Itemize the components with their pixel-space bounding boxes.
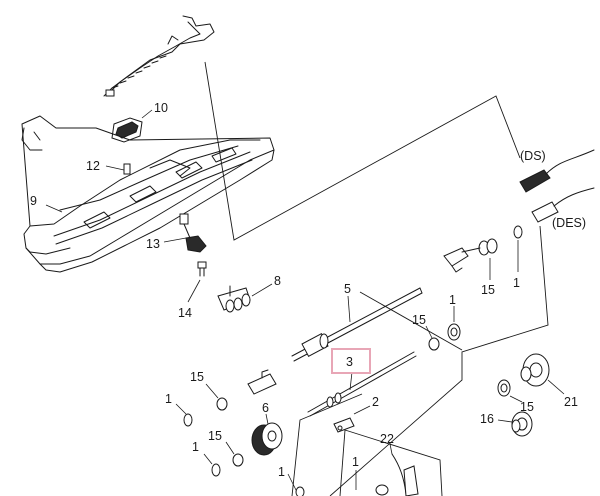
leader-1-left xyxy=(175,403,187,415)
highlight-box-3 xyxy=(331,348,371,374)
connector-lines xyxy=(204,61,549,496)
leader-15-mid xyxy=(425,325,433,339)
label-part-13: 13 xyxy=(146,237,160,251)
label-des: (DES) xyxy=(552,216,586,230)
leader-16 xyxy=(497,419,513,423)
top-rail-assembly xyxy=(103,15,215,97)
frame-assembly-9 xyxy=(21,115,275,273)
left-bearings-upper xyxy=(183,397,228,427)
leader-6 xyxy=(265,413,269,425)
leader-2 xyxy=(353,405,371,415)
label-part-12: 12 xyxy=(86,159,100,173)
upper-right-shaft-end xyxy=(443,225,523,273)
part-10-latch xyxy=(111,109,153,143)
label-part-15-lower: 15 xyxy=(208,429,222,443)
label-part-21: 21 xyxy=(564,395,578,409)
bearing-bottom xyxy=(295,486,305,496)
label-part-1-upper: 1 xyxy=(513,276,520,290)
label-part-8: 8 xyxy=(274,274,281,288)
leader-1-lower xyxy=(203,453,213,465)
part-8-bracket xyxy=(217,285,251,313)
left-bracket xyxy=(247,369,277,395)
mid-right-bearings xyxy=(428,323,461,351)
label-part-22: 22 xyxy=(380,432,394,446)
label-part-16: 16 xyxy=(480,412,494,426)
part-12-pin xyxy=(123,163,131,175)
shaft-5 xyxy=(291,287,423,362)
leader-1-bottom xyxy=(287,473,297,491)
label-part-1-lower: 1 xyxy=(192,440,199,454)
connector-des xyxy=(531,187,595,223)
leader-15-right xyxy=(509,395,523,403)
label-part-15-upper: 15 xyxy=(481,283,495,297)
leader-13 xyxy=(163,237,187,243)
leader-5 xyxy=(347,295,351,323)
leader-15-left xyxy=(205,383,219,399)
label-part-15-mid: 15 xyxy=(412,313,426,327)
left-bearings-lower xyxy=(211,453,244,477)
label-part-5: 5 xyxy=(344,282,351,296)
label-part-1-bottom: 1 xyxy=(278,465,285,479)
part-16-gear xyxy=(511,411,533,437)
leader-22 xyxy=(389,443,393,455)
leader-9 xyxy=(45,204,63,213)
leader-14 xyxy=(187,279,201,303)
part-2-clip xyxy=(333,417,355,433)
part-6-roller xyxy=(251,422,283,456)
label-part-1-mid: 1 xyxy=(449,293,456,307)
label-part-14: 14 xyxy=(178,306,192,320)
leader-3 xyxy=(349,371,353,391)
label-part-15-right: 15 xyxy=(520,400,534,414)
connector-ds xyxy=(519,149,595,193)
label-part-9: 9 xyxy=(30,194,37,208)
shaft-3 xyxy=(307,351,417,417)
label-part-2: 2 xyxy=(372,395,379,409)
label-part-6: 6 xyxy=(262,401,269,415)
part-22-lever xyxy=(375,453,419,496)
leader-12 xyxy=(105,165,125,171)
leader-15-lower xyxy=(225,441,235,455)
leader-21 xyxy=(547,379,565,395)
right-bearing-15 xyxy=(497,379,511,397)
label-part-1-left: 1 xyxy=(165,392,172,406)
part-14-screw xyxy=(197,261,207,277)
label-ds: (DS) xyxy=(520,149,546,163)
label-part-15-left: 15 xyxy=(190,370,204,384)
part-13-bushing xyxy=(179,213,207,253)
label-part-1-bottom-mid: 1 xyxy=(352,455,359,469)
label-part-3: 3 xyxy=(346,355,353,369)
label-part-10: 10 xyxy=(154,101,168,115)
leader-8 xyxy=(251,283,273,297)
part-21-gear xyxy=(520,353,550,387)
